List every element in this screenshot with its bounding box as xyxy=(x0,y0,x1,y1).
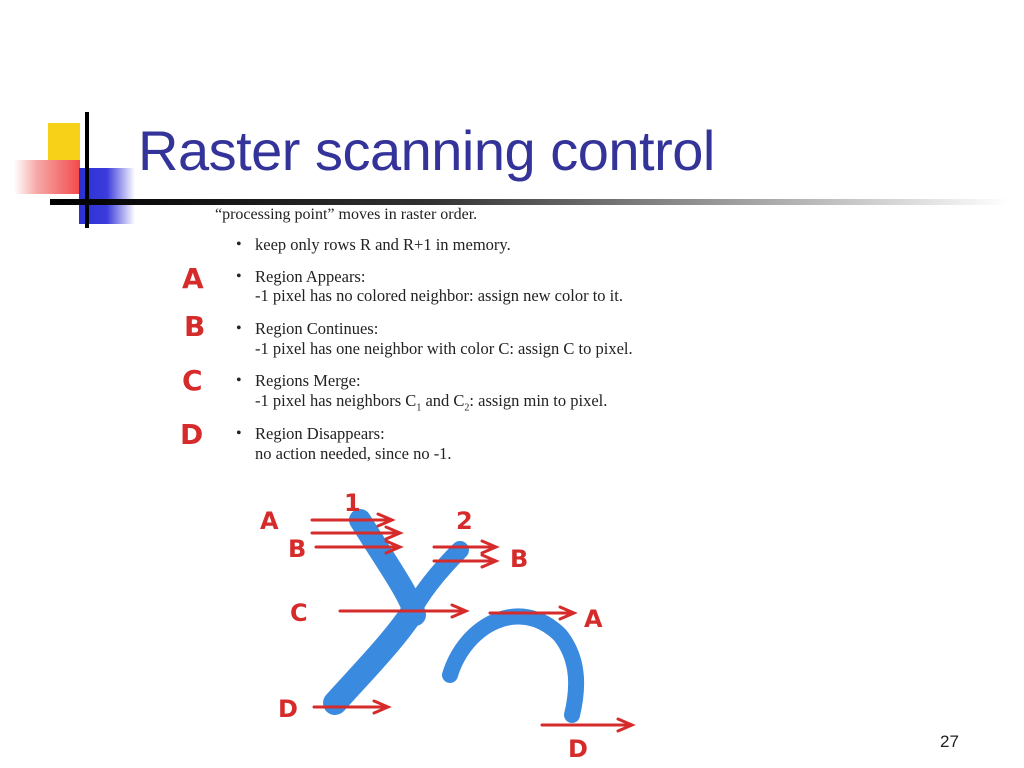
handwritten-letter-a: A xyxy=(182,262,204,295)
arrow-b-2b xyxy=(432,553,500,569)
case-heading: Region Continues: xyxy=(255,319,379,338)
handwritten-letter-c: C xyxy=(182,364,203,397)
detail-suffix: : assign min to pixel. xyxy=(469,391,608,410)
figure-label-d-right: D xyxy=(568,735,588,763)
figure-label-d: D xyxy=(278,695,298,723)
bullet: • xyxy=(236,372,242,389)
figure-label-b: B xyxy=(288,535,306,563)
blue-region-stroke-4 xyxy=(442,608,585,723)
case-detail: -1 pixel has neighbors C1 and C2: assign… xyxy=(255,391,607,413)
detail-prefix: -1 pixel has neighbors C xyxy=(255,391,417,410)
case-detail: -1 pixel has one neighbor with color C: … xyxy=(255,339,633,358)
figure-label-b-right: B xyxy=(510,545,528,573)
arrow-b-1 xyxy=(310,525,404,541)
case-heading: Region Appears: xyxy=(255,267,366,286)
slide-title: Raster scanning control xyxy=(138,119,715,182)
figure-label-a: A xyxy=(260,507,279,535)
title-underline xyxy=(50,199,1010,205)
bullet: • xyxy=(236,268,242,285)
handwritten-letter-b: B xyxy=(184,310,206,343)
yellow-square-decoration xyxy=(48,123,80,163)
case-detail: -1 pixel has no colored neighbor: assign… xyxy=(255,286,623,305)
arrow-c xyxy=(338,603,470,619)
arrow-d-1 xyxy=(312,699,392,715)
page-number: 27 xyxy=(940,732,959,751)
arrow-d-2 xyxy=(540,717,636,733)
case-heading: Regions Merge: xyxy=(255,371,361,390)
scanned-page: “processing point” moves in raster order… xyxy=(170,200,770,470)
region-number-1: 1 xyxy=(344,489,361,517)
arrow-b-2 xyxy=(432,539,500,555)
bullet: • xyxy=(236,425,242,442)
intro-line: “processing point” moves in raster order… xyxy=(215,206,478,223)
blue-region-stroke-3 xyxy=(323,601,424,715)
figure-label-a-right: A xyxy=(584,605,603,633)
vertical-rule xyxy=(85,112,89,228)
case-heading: Region Disappears: xyxy=(255,424,385,443)
handwritten-letter-d: D xyxy=(180,418,204,451)
bullet: • xyxy=(236,236,242,253)
bullet: • xyxy=(236,320,242,337)
case-detail: no action needed, since no -1. xyxy=(255,444,452,463)
red-square-decoration xyxy=(14,160,80,194)
memory-line: keep only rows R and R+1 in memory. xyxy=(255,235,511,254)
detail-mid: and C xyxy=(421,391,465,410)
subscript-2: 2 xyxy=(464,402,470,414)
arrow-a-1 xyxy=(310,512,396,528)
arrow-b-1b xyxy=(314,539,404,555)
region-scan-diagram: 1 2 A B B C A D D xyxy=(260,489,636,763)
subscript-1: 1 xyxy=(416,402,422,414)
region-number-2: 2 xyxy=(456,507,473,535)
figure-label-c: C xyxy=(290,599,308,627)
arrow-a-2 xyxy=(488,605,578,621)
